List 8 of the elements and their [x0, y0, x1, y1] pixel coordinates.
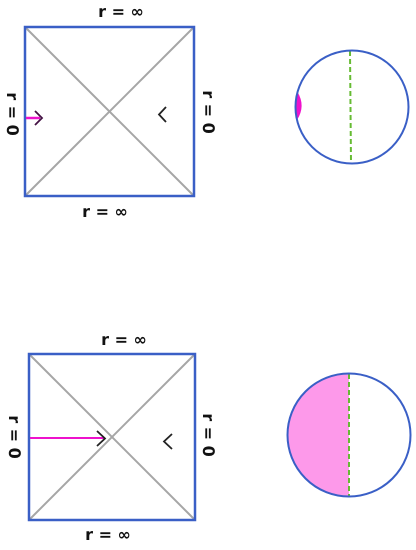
- boundary-label: r = 0: [200, 413, 216, 457]
- boundary-label: r = ∞: [82, 204, 128, 220]
- boundary-label: r = 0: [4, 92, 20, 136]
- boundary-label: r = ∞: [85, 527, 131, 543]
- boundary-label: r = 0: [6, 415, 22, 459]
- boundary-label: r = ∞: [101, 332, 147, 348]
- boundary-label: r = 0: [200, 90, 216, 134]
- boundary-label: r = ∞: [98, 4, 144, 20]
